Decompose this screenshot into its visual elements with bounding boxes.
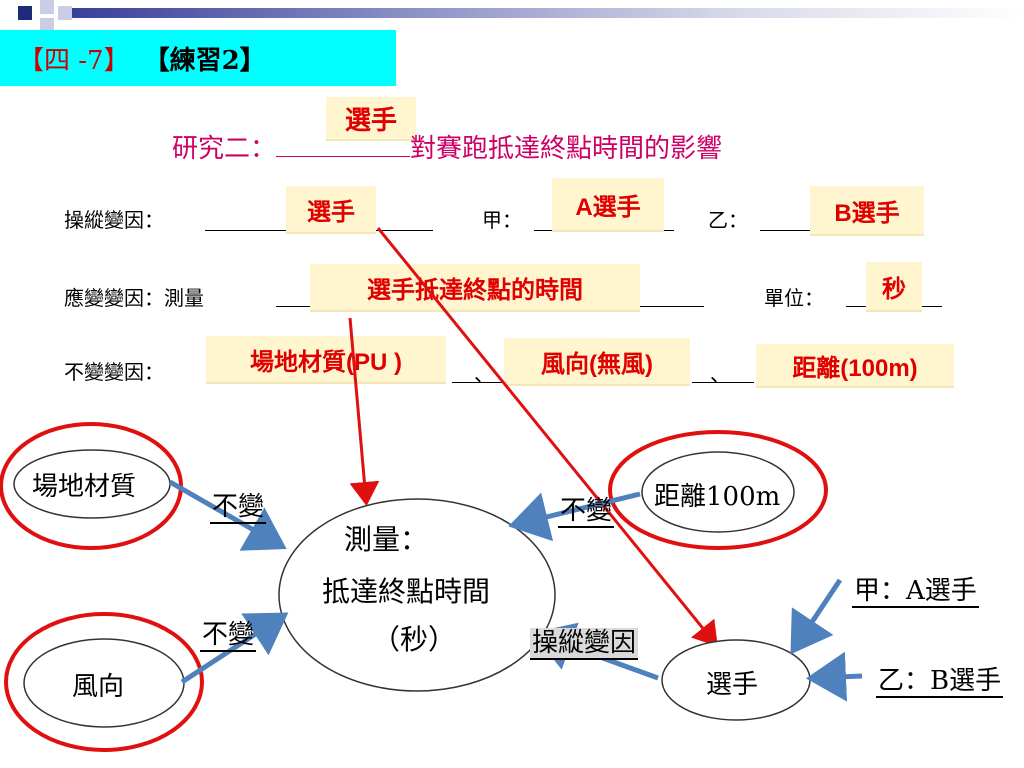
player-b-answer: B選手 [810,186,924,234]
practice-title: 【練習2】 [143,45,266,76]
research-suffix: 對賽跑抵達終點時間的影響 [410,134,723,164]
center-node-shape [278,498,556,692]
research-blank [276,136,411,157]
player-a-answer: A選手 [552,178,664,230]
distance-node-shape [641,451,795,533]
wind-highlight-circle [4,612,204,752]
research-question: 研究二： 對賽跑抵達終點時間的影響 [172,128,722,165]
header-gradient-bar [72,8,1024,18]
controlled-label: 不變變因： [64,360,164,384]
wind-node-label: 風向 [72,672,125,702]
player-node-label: 選手 [706,670,759,700]
manipulated-label: 操縱變因： [64,208,164,232]
distance-node-label: 距離100m [654,482,781,512]
distance-highlight-circle [608,430,828,550]
controlled-answer-distance: 距離(100m) [756,344,954,386]
manipulated-label-diagram: 操縱變因 [530,628,639,660]
header-decoration-squares [18,0,72,30]
center-line-2: 抵達終點時間 [322,575,491,608]
slide-title: 【四 -7】 【練習2】 [0,30,396,86]
player-a-text: 甲：A選手 [852,576,979,608]
responding-answer: 選手抵達終點的時間 [310,264,640,310]
unchanged-label-wind: 不變 [200,620,257,652]
player-a-blank [534,230,674,231]
controlled-blank-2 [692,382,754,383]
center-line-3: （秒） [372,623,457,656]
unchanged-label-field: 不變 [210,492,267,524]
arrow-b-to-player [806,651,863,702]
arrow-distance-to-center [508,491,641,542]
responding-label: 應變變因：測量 [64,286,204,310]
manipulated-answer: 選手 [286,186,376,232]
arrow-a-to-player [790,578,843,655]
unit-label: 單位： [764,286,824,310]
unchanged-label-distance: 不變 [558,496,615,528]
player-b-label: 乙： [708,208,748,232]
research-answer: 選手 [326,97,416,139]
section-number: 【四 -7】 [18,45,130,76]
unit-answer: 秒 [866,262,922,310]
controlled-blank-1 [452,382,502,383]
controlled-separator-2: 、 [710,362,730,386]
controlled-separator-1: 、 [474,362,494,386]
controlled-answer-wind: 風向(無風) [504,338,690,384]
arrow-wind-to-center [180,612,289,685]
research-prefix: 研究二： [172,134,277,164]
center-line-1: 測量： [344,523,429,556]
player-a-label: 甲： [482,208,522,232]
red-arrow-to-center [348,317,380,506]
red-arrow-to-player [376,227,718,647]
player-b-text: 乙：B選手 [876,666,1004,698]
controlled-answer-field: 場地材質(PU ) [206,336,446,382]
arrow-field-to-center [168,479,287,551]
field-node-label: 場地材質 [32,472,137,502]
